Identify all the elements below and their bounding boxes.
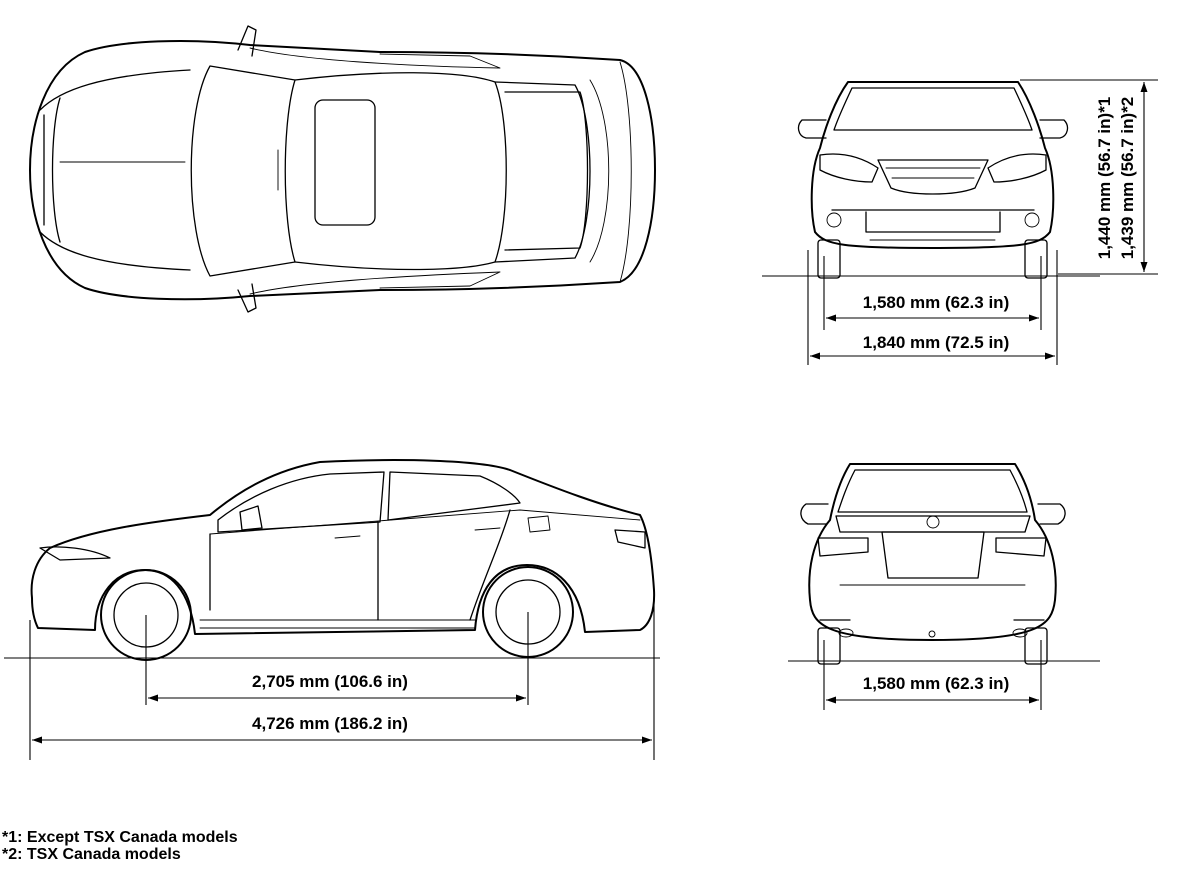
front-view-car bbox=[797, 81, 1069, 279]
wheelbase-label: 2,705 mm (106.6 in) bbox=[252, 672, 408, 691]
top-view-car bbox=[29, 25, 656, 313]
rear-tread-label: 1,580 mm (62.3 in) bbox=[863, 674, 1009, 693]
footnote-1: *1: Except TSX Canada models bbox=[2, 829, 238, 846]
front-tread-label: 1,580 mm (62.3 in) bbox=[863, 293, 1009, 312]
height-label-2: 1,439 mm (56.7 in)*2 bbox=[1118, 97, 1137, 260]
rear-view-dimension-lines bbox=[823, 640, 1042, 710]
side-view-dimension-lines bbox=[29, 600, 655, 760]
overall-width-label: 1,840 mm (72.5 in) bbox=[863, 333, 1009, 352]
side-view-car bbox=[30, 459, 656, 661]
height-label-1: 1,440 mm (56.7 in)*1 bbox=[1095, 97, 1114, 260]
footnote-2: *2: TSX Canada models bbox=[2, 846, 181, 863]
overall-length-label: 4,726 mm (186.2 in) bbox=[252, 714, 408, 733]
rear-view-car bbox=[800, 463, 1066, 665]
front-view-dimension-lines bbox=[807, 79, 1158, 365]
